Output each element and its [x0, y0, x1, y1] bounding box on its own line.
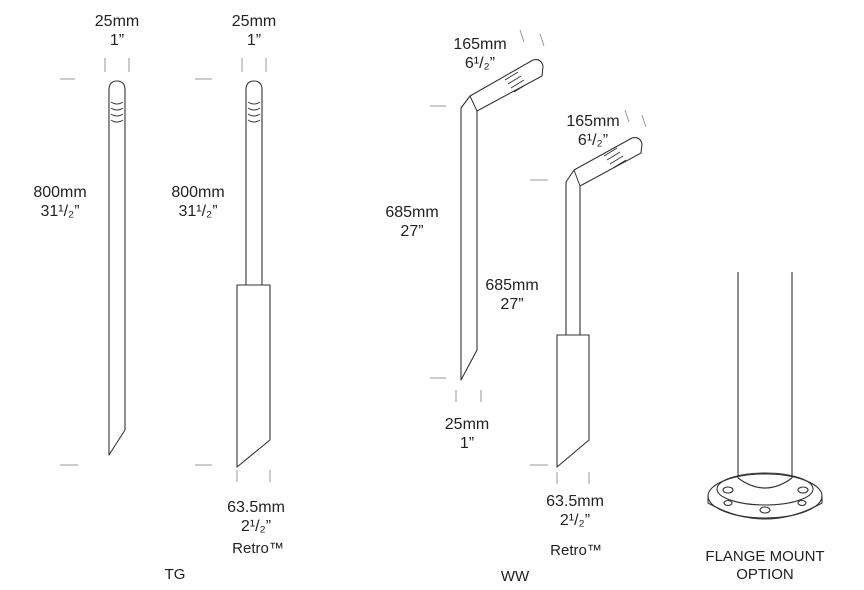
- flange-caption-line2: OPTION: [736, 566, 794, 583]
- tg-retro-base-label: 63.5mm 2¹/₂”: [227, 498, 285, 536]
- tg-width-label: 25mm 1”: [95, 12, 139, 50]
- ww-retro-base-mm: 63.5mm: [546, 493, 604, 510]
- tg-width-in: 1”: [109, 32, 125, 49]
- tg-width-mm: 25mm: [94, 13, 140, 30]
- ww-retro-height-label: 685mm 27”: [485, 276, 538, 314]
- ww-retro-label: Retro™: [550, 542, 602, 559]
- ww-height-mm: 685mm: [385, 204, 439, 221]
- ww-caption: WW: [500, 568, 530, 585]
- tg-bollard-drawing: [60, 58, 130, 466]
- ww-width-mm: 25mm: [444, 416, 490, 433]
- ww-retro-arm-in: 6¹/₂”: [577, 132, 609, 149]
- ww-width-label: 25mm 1”: [445, 415, 489, 453]
- tg-height-mm: 800mm: [33, 184, 87, 201]
- flange-caption-line1: FLANGE MOUNT: [705, 548, 825, 565]
- ww-retro-base-label: 63.5mm 2¹/₂”: [546, 492, 604, 530]
- ww-retro-base-in: 2¹/₂”: [559, 512, 591, 529]
- tg-retro-width-mm: 25mm: [231, 13, 277, 30]
- ww-height-in: 27”: [400, 223, 424, 240]
- tg-height-label: 800mm 31¹/₂”: [33, 183, 86, 221]
- ww-bollard-drawing: [430, 29, 545, 402]
- tg-retro-height-in: 31¹/₂”: [178, 203, 218, 220]
- tg-caption: TG: [164, 566, 186, 583]
- ww-height-label: 685mm 27”: [385, 203, 438, 241]
- tg-retro-height-mm: 800mm: [171, 184, 225, 201]
- flange-caption: FLANGE MOUNT OPTION: [705, 548, 824, 584]
- ww-retro-bollard-drawing: [530, 109, 647, 484]
- flange-mount-drawing: [707, 272, 823, 520]
- tg-retro-base-in: 2¹/₂”: [240, 518, 272, 535]
- ww-retro-height-mm: 685mm: [485, 277, 539, 294]
- ww-retro-height-in: 27”: [500, 296, 524, 313]
- ww-retro-arm-mm: 165mm: [566, 113, 620, 130]
- tg-retro-width-in: 1”: [246, 32, 262, 49]
- ww-retro-arm-label: 165mm 6¹/₂”: [566, 112, 619, 150]
- tg-retro-height-label: 800mm 31¹/₂”: [171, 183, 224, 221]
- ww-arm-label: 165mm 6¹/₂”: [453, 35, 506, 73]
- tg-retro-width-label: 25mm 1”: [232, 12, 276, 50]
- tg-retro-bollard-drawing: [195, 58, 271, 482]
- ww-width-in: 1”: [459, 435, 475, 452]
- tg-height-in: 31¹/₂”: [40, 203, 80, 220]
- tg-retro-label: Retro™: [232, 540, 284, 557]
- tg-retro-base-mm: 63.5mm: [227, 499, 285, 516]
- ww-arm-in: 6¹/₂”: [464, 55, 496, 72]
- ww-arm-mm: 165mm: [453, 36, 507, 53]
